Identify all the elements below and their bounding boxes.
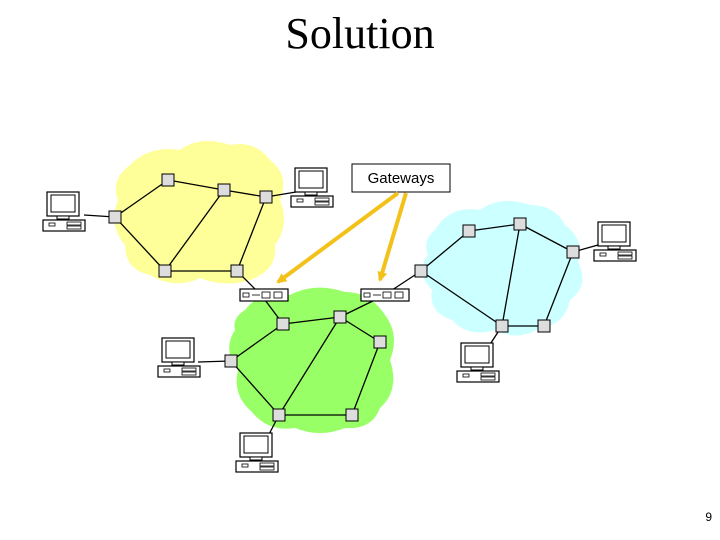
desktop-computer-icon [290, 167, 334, 208]
router-node-icon [224, 354, 238, 368]
desktop-computer-icon [235, 432, 279, 473]
router-node-icon [345, 408, 359, 422]
gateway-device-icon [239, 288, 289, 302]
router-node-icon [513, 217, 527, 231]
router-node-icon [333, 310, 347, 324]
desktop-computer-icon [42, 191, 86, 232]
router-node-icon [161, 173, 175, 187]
slide-title: Solution [285, 9, 435, 58]
cloud-network-blue [422, 201, 583, 336]
cloud-network-green [229, 287, 394, 433]
page-number: 9 [705, 510, 712, 524]
router-node-icon [462, 224, 476, 238]
gateways-label: Gateways [368, 170, 435, 187]
router-node-icon [566, 245, 580, 259]
router-node-icon [108, 210, 122, 224]
desktop-computer-icon [157, 337, 201, 378]
router-node-icon [272, 408, 286, 422]
desktop-computer-icon [593, 221, 637, 262]
router-node-icon [414, 264, 428, 278]
router-node-icon [259, 190, 273, 204]
router-node-icon [276, 317, 290, 331]
router-node-icon [373, 335, 387, 349]
router-node-icon [158, 264, 172, 278]
gateways-label-box [351, 163, 451, 193]
router-node-icon [230, 264, 244, 278]
gateway-arrow-left [276, 191, 400, 284]
router-node-icon [537, 319, 551, 333]
router-node-icon [217, 183, 231, 197]
gateway-device-icon [360, 288, 410, 302]
cloud-network-yellow [114, 141, 284, 284]
gateway-arrow-right [377, 192, 408, 282]
router-node-icon [495, 319, 509, 333]
desktop-computer-icon [456, 342, 500, 383]
